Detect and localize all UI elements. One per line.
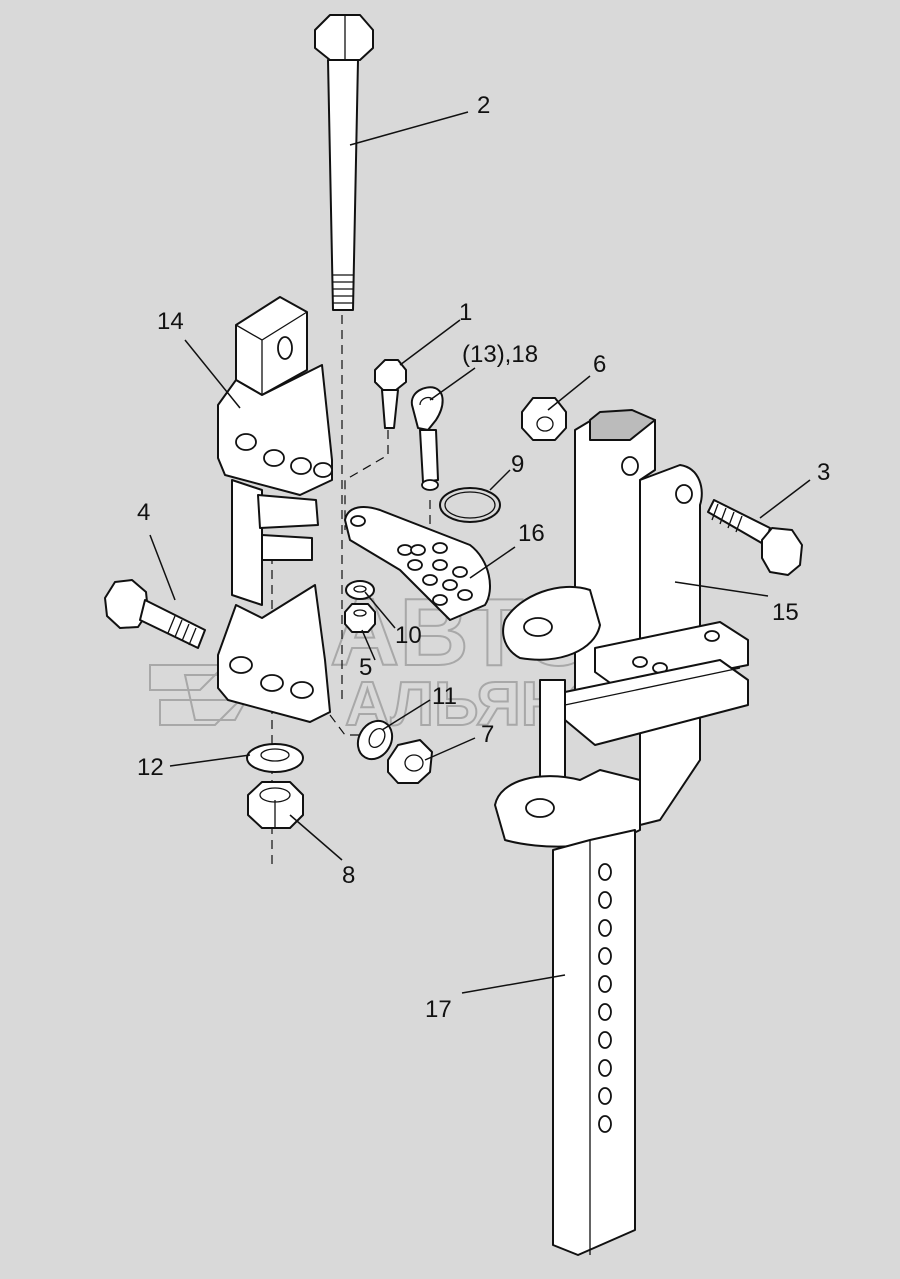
part-1-small-bolt bbox=[374, 359, 407, 429]
part-17-perforated-bar bbox=[552, 829, 636, 1256]
part-11-lock-washer bbox=[356, 719, 394, 761]
callout-9: 9 bbox=[511, 451, 524, 478]
part-12-lock-washer bbox=[246, 743, 304, 773]
callout-5: 5 bbox=[359, 654, 372, 681]
part-3-bolt bbox=[707, 499, 803, 576]
callout-10: 10 bbox=[395, 622, 422, 649]
callout-4: 4 bbox=[137, 499, 150, 526]
part-8-nut bbox=[247, 781, 304, 829]
callout-15: 15 bbox=[772, 599, 799, 626]
part-7-nut bbox=[387, 739, 433, 784]
callout-7: 7 bbox=[481, 721, 494, 748]
part-6-nut bbox=[521, 397, 567, 441]
callout-13-18: (13),18 bbox=[462, 341, 538, 368]
callout-3: 3 bbox=[817, 459, 830, 486]
callout-17: 17 bbox=[425, 996, 452, 1023]
leader-lines bbox=[149, 111, 811, 994]
callout-labels: 2 1 (13),18 6 9 3 4 16 15 10 5 11 7 12 8… bbox=[137, 92, 830, 1023]
part-16-plate bbox=[344, 506, 491, 621]
part-5-nut bbox=[344, 603, 376, 633]
part-14-upper-bracket bbox=[217, 296, 333, 606]
part-2-long-bolt bbox=[314, 14, 374, 311]
callout-16: 16 bbox=[518, 520, 545, 547]
part-15-housing bbox=[494, 409, 749, 848]
callout-6: 6 bbox=[593, 351, 606, 378]
part-4-bolt bbox=[104, 579, 206, 649]
part-14-lower-bracket bbox=[217, 584, 331, 723]
part-9-snap-ring bbox=[439, 487, 501, 523]
part-10-washer bbox=[345, 580, 375, 600]
callout-11: 11 bbox=[432, 683, 457, 710]
callout-1: 1 bbox=[459, 299, 472, 326]
callout-2: 2 bbox=[477, 92, 490, 119]
callout-8: 8 bbox=[342, 862, 355, 889]
callout-14: 14 bbox=[157, 308, 184, 335]
callout-12: 12 bbox=[137, 754, 164, 781]
part-18-ring-pin bbox=[410, 386, 444, 491]
